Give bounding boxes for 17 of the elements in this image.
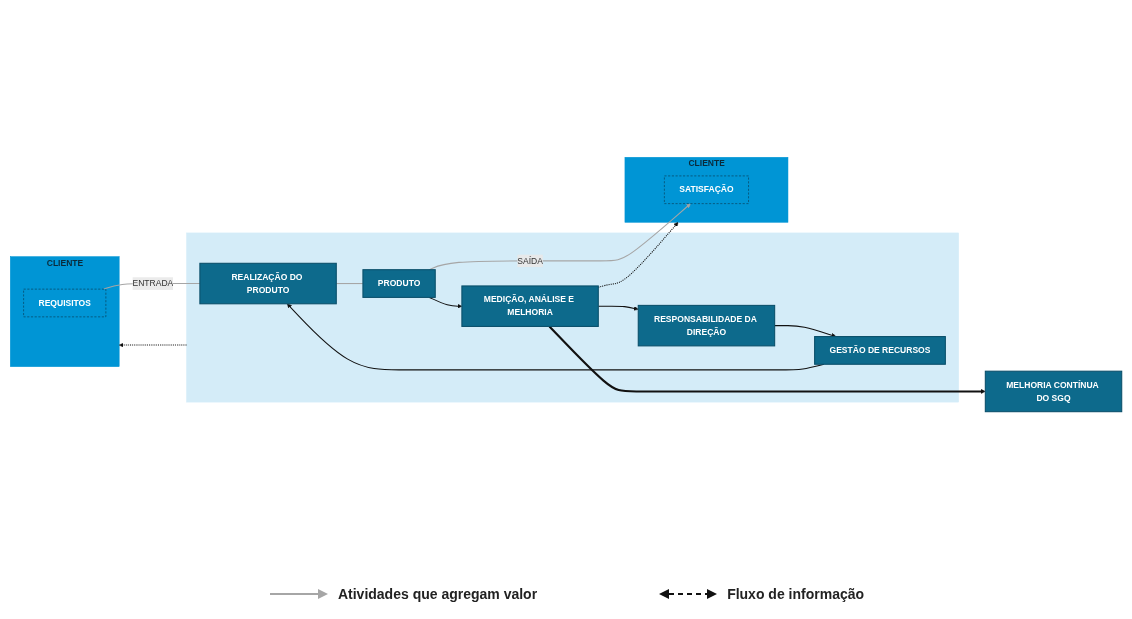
node-box: REALIZAÇÃO DO PRODUTO: [199, 262, 337, 305]
node-box: MEDIÇÃO, ANÁLISE E MELHORIA: [461, 285, 599, 327]
arrow: [774, 325, 837, 338]
node-box: RESPONSABILIDADE DA DIREÇÃO: [637, 304, 776, 347]
node-box: GESTÃO DE RECURSOS: [814, 336, 946, 365]
node-box: MELHORIA CONTÍNUA DO SGQ: [984, 370, 1123, 413]
legend-label: Fluxo de informação: [727, 586, 865, 602]
node-box: REQUISITOS: [23, 288, 107, 318]
legend-label: Atividades que agregam valor: [337, 586, 538, 602]
cluster: [186, 232, 959, 403]
arrow: [118, 342, 188, 348]
node-box: SATISFAÇÃO: [664, 175, 749, 204]
node-box: PRODUTO: [362, 269, 436, 298]
arrow: [597, 222, 679, 288]
edge-label: ENTRADA: [132, 278, 174, 288]
arrow: [548, 325, 986, 394]
edge-label: SAÍDA: [517, 256, 543, 266]
